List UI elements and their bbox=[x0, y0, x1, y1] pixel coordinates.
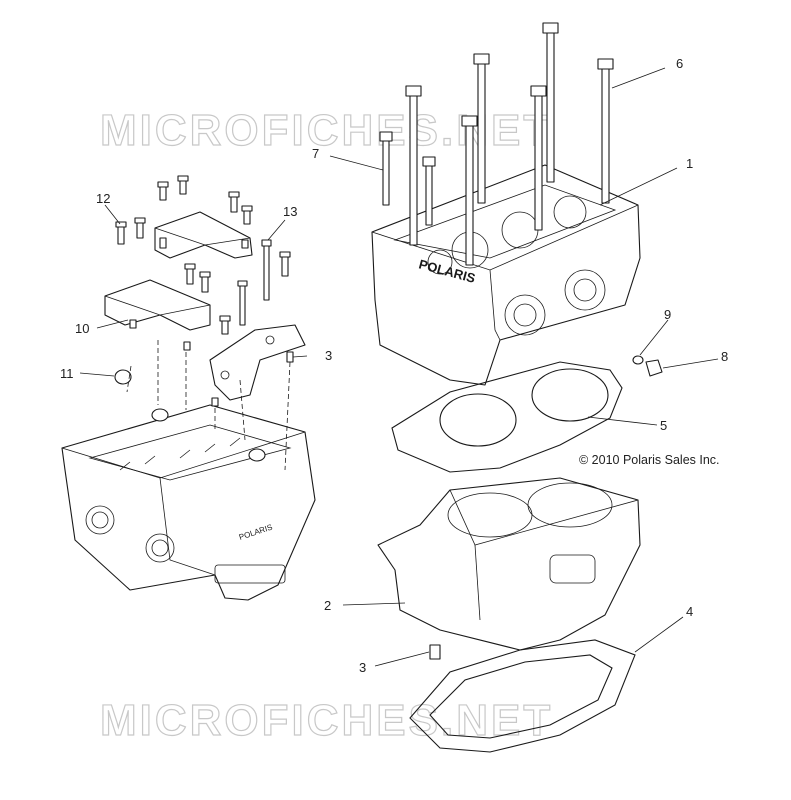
dowel-pin bbox=[183, 341, 191, 351]
callout-6: 6 bbox=[676, 56, 683, 71]
callout-4: 4 bbox=[686, 604, 693, 619]
leader-5 bbox=[587, 416, 658, 426]
head-gasket bbox=[391, 361, 623, 473]
callout-13: 13 bbox=[283, 204, 297, 219]
callout-5: 5 bbox=[660, 418, 667, 433]
alignment-line bbox=[126, 365, 132, 393]
dowel-pin bbox=[211, 397, 219, 407]
leader-3a bbox=[292, 355, 308, 358]
leader-7 bbox=[329, 155, 384, 171]
leader-3b bbox=[374, 651, 430, 667]
head-bolts-long bbox=[405, 22, 614, 266]
leader-8 bbox=[662, 358, 719, 369]
dowel-pin bbox=[286, 351, 294, 363]
cam-cap-upper bbox=[154, 211, 253, 259]
alignment-line bbox=[284, 361, 291, 471]
callout-7: 7 bbox=[312, 146, 319, 161]
leader-13 bbox=[267, 219, 286, 241]
alignment-line bbox=[239, 379, 246, 441]
cam-cap-lower bbox=[104, 279, 211, 331]
leader-11 bbox=[79, 372, 115, 377]
leader-10 bbox=[96, 319, 129, 329]
cylinder-block bbox=[377, 477, 641, 651]
dowel-pin bbox=[129, 319, 137, 329]
watermark-top: MICROFICHES.NET bbox=[100, 106, 553, 155]
lower-head-assembly: POLARIS bbox=[61, 404, 316, 601]
leader-9 bbox=[639, 319, 669, 356]
leader-2 bbox=[342, 602, 406, 606]
head-bolts-short bbox=[379, 131, 436, 226]
copyright-text: © 2010 Polaris Sales Inc. bbox=[579, 453, 720, 467]
valve-seal bbox=[151, 408, 169, 422]
callout-12: 12 bbox=[96, 191, 110, 206]
callout-9: 9 bbox=[664, 307, 671, 322]
dowel-pin bbox=[159, 237, 167, 249]
callout-10: 10 bbox=[75, 321, 89, 336]
small-bolts bbox=[115, 175, 294, 407]
callout-3a: 3 bbox=[325, 348, 332, 363]
washer bbox=[632, 355, 644, 365]
dowel-pin-lower bbox=[429, 644, 441, 660]
leader-4 bbox=[634, 616, 684, 653]
valve-seal bbox=[248, 448, 266, 462]
leader-12 bbox=[104, 204, 121, 225]
dowel-pin bbox=[241, 239, 249, 249]
base-gasket bbox=[409, 639, 636, 753]
leader-1 bbox=[599, 167, 678, 206]
cam-carrier-plate bbox=[209, 324, 306, 401]
callout-2: 2 bbox=[324, 598, 331, 613]
callout-1: 1 bbox=[686, 156, 693, 171]
leader-6 bbox=[611, 67, 666, 89]
callout-8: 8 bbox=[721, 349, 728, 364]
nut bbox=[645, 359, 663, 377]
seal-11 bbox=[114, 369, 132, 385]
callout-11: 11 bbox=[60, 366, 74, 381]
callout-3b: 3 bbox=[359, 660, 366, 675]
